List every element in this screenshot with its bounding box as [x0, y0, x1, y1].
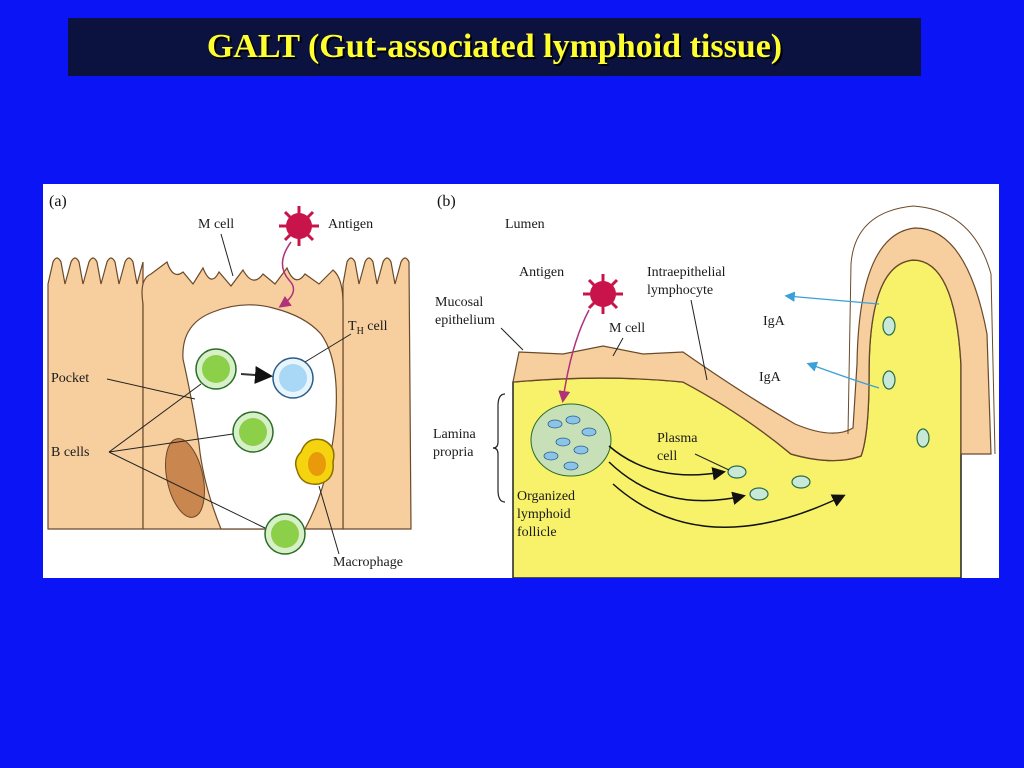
leader-plasma: [694, 453, 730, 471]
iga-arrow-1: [784, 291, 880, 305]
label-intraepithelial: Intraepithelial: [647, 265, 726, 280]
label-epithelium: epithelium: [435, 313, 495, 328]
label-b-cells: B cells: [51, 445, 90, 460]
left-epithelial-cell: [47, 257, 144, 530]
iga-arrow-2: [806, 361, 880, 389]
leader-b-cells-3: [108, 451, 266, 529]
label-m-cell-b: M cell: [609, 321, 645, 336]
panel-a-tag: (a): [49, 193, 67, 210]
galt-figure: (a): [43, 184, 999, 578]
lamina-brace: [492, 393, 506, 503]
mucosal-epithelium-band: [512, 227, 992, 462]
title-bar: GALT (Gut-associated lymphoid tissue): [68, 18, 921, 76]
label-lumen: Lumen: [505, 217, 545, 232]
leader-iel: [690, 299, 708, 381]
label-organized: Organized: [517, 489, 575, 504]
panel-b: (b) Lumen: [433, 193, 996, 578]
th-b-interaction: [240, 366, 273, 384]
leader-m-cell-b: [612, 337, 624, 357]
panel-b-tag: (b): [437, 193, 456, 210]
label-th-cell: TH cell: [348, 319, 388, 337]
label-pocket: Pocket: [51, 371, 89, 386]
plasma-cell-4: [882, 316, 896, 336]
plasma-cell-5: [882, 370, 896, 390]
label-lymphocyte: lymphocyte: [647, 283, 713, 298]
right-epithelial-cell: [342, 257, 412, 530]
label-plasma-cell: cell: [657, 449, 677, 464]
leader-b-cells-2: [108, 433, 234, 453]
antigen-uptake-arrow-a: [278, 241, 295, 308]
label-follicle: follicle: [517, 525, 557, 540]
label-propria: propria: [433, 445, 474, 460]
leader-m-cell-a: [220, 233, 234, 277]
antigen-a: [279, 206, 319, 246]
plasma-cell-6: [916, 428, 930, 448]
label-antigen-a: Antigen: [328, 217, 373, 232]
leader-b-cells-1: [108, 383, 202, 453]
leader-macrophage: [318, 485, 340, 555]
b-cell-2: [232, 411, 274, 453]
label-antigen-b: Antigen: [519, 265, 564, 280]
label-lamina: Lamina: [433, 427, 477, 442]
antigen-uptake-arrow-b: [558, 309, 590, 403]
label-iga-2: IgA: [759, 370, 782, 385]
villus-outline: [847, 205, 996, 455]
b-cell-3: [264, 513, 306, 555]
th-cell: [272, 357, 314, 399]
panel-a: (a): [47, 193, 412, 570]
migration-arrow-3: [612, 483, 846, 528]
label-m-cell-a: M cell: [198, 217, 234, 232]
plasma-cell-2: [749, 487, 769, 501]
migration-arrow-1: [608, 445, 726, 481]
label-lymphoid: lymphoid: [517, 507, 571, 522]
organized-lymphoid-follicle: [530, 403, 612, 477]
plasma-cell-3: [791, 475, 811, 489]
antigen-b: [583, 274, 623, 314]
epithelial-nucleus: [165, 438, 205, 518]
galt-diagram: (a): [47, 193, 996, 578]
label-plasma: Plasma: [657, 431, 698, 446]
macrophage: [294, 438, 335, 485]
plasma-cell-1: [727, 465, 747, 479]
label-macrophage: Macrophage: [333, 555, 403, 570]
label-mucosal: Mucosal: [435, 295, 483, 310]
b-cell-1: [195, 348, 237, 390]
leader-mucosal: [500, 327, 524, 351]
leader-th-cell: [304, 333, 352, 363]
leader-pocket: [106, 378, 196, 400]
migration-arrow-2: [608, 461, 746, 505]
label-iga-1: IgA: [763, 314, 786, 329]
slide-title: GALT (Gut-associated lymphoid tissue): [206, 28, 783, 65]
